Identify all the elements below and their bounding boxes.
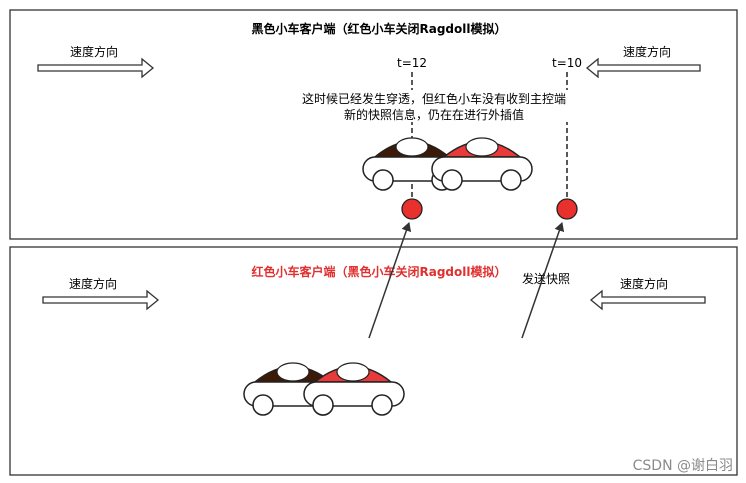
bottom-right-arrow-label: 速度方向 bbox=[620, 276, 668, 291]
note-line-2: 新的快照信息，仍在在进行外插值 bbox=[344, 107, 524, 122]
bottom-panel: 红色小车客户端（黑色小车关闭Ragdoll模拟） 速度方向 速度方向 发送快照 bbox=[9, 246, 738, 476]
top-right-arrow-label: 速度方向 bbox=[623, 44, 671, 59]
red-car-icon bbox=[303, 362, 405, 416]
watermark: CSDN @谢白羽 bbox=[633, 458, 733, 474]
top-panel: 黑色小车客户端（红色小车关闭Ragdoll模拟） 速度方向 速度方向 t=12 … bbox=[9, 9, 738, 240]
note-line-1: 这时候已经发生穿透，但红色小车没有收到主控端 bbox=[302, 91, 566, 106]
speed-arrow-left-icon bbox=[589, 289, 706, 311]
red-car-icon bbox=[431, 137, 533, 191]
speed-arrow-left-icon bbox=[585, 57, 701, 79]
snapshot-dot-t12 bbox=[401, 198, 423, 220]
marker-t12-label: t=12 bbox=[397, 56, 427, 70]
marker-t10-label: t=10 bbox=[552, 56, 582, 70]
speed-arrow-right-icon bbox=[37, 57, 155, 79]
snapshot-arrow-t10 bbox=[521, 222, 565, 339]
top-left-arrow-label: 速度方向 bbox=[70, 44, 118, 59]
send-snapshot-label: 发送快照 bbox=[522, 271, 570, 286]
top-panel-title: 黑色小车客户端（红色小车关闭Ragdoll模拟） bbox=[252, 21, 507, 36]
bottom-left-arrow-label: 速度方向 bbox=[69, 276, 117, 291]
speed-arrow-right-icon bbox=[42, 289, 160, 311]
snapshot-dot-t10 bbox=[556, 198, 578, 220]
bottom-panel-title: 红色小车客户端（黑色小车关闭Ragdoll模拟） bbox=[252, 264, 507, 279]
snapshot-arrow-t12 bbox=[368, 222, 412, 339]
